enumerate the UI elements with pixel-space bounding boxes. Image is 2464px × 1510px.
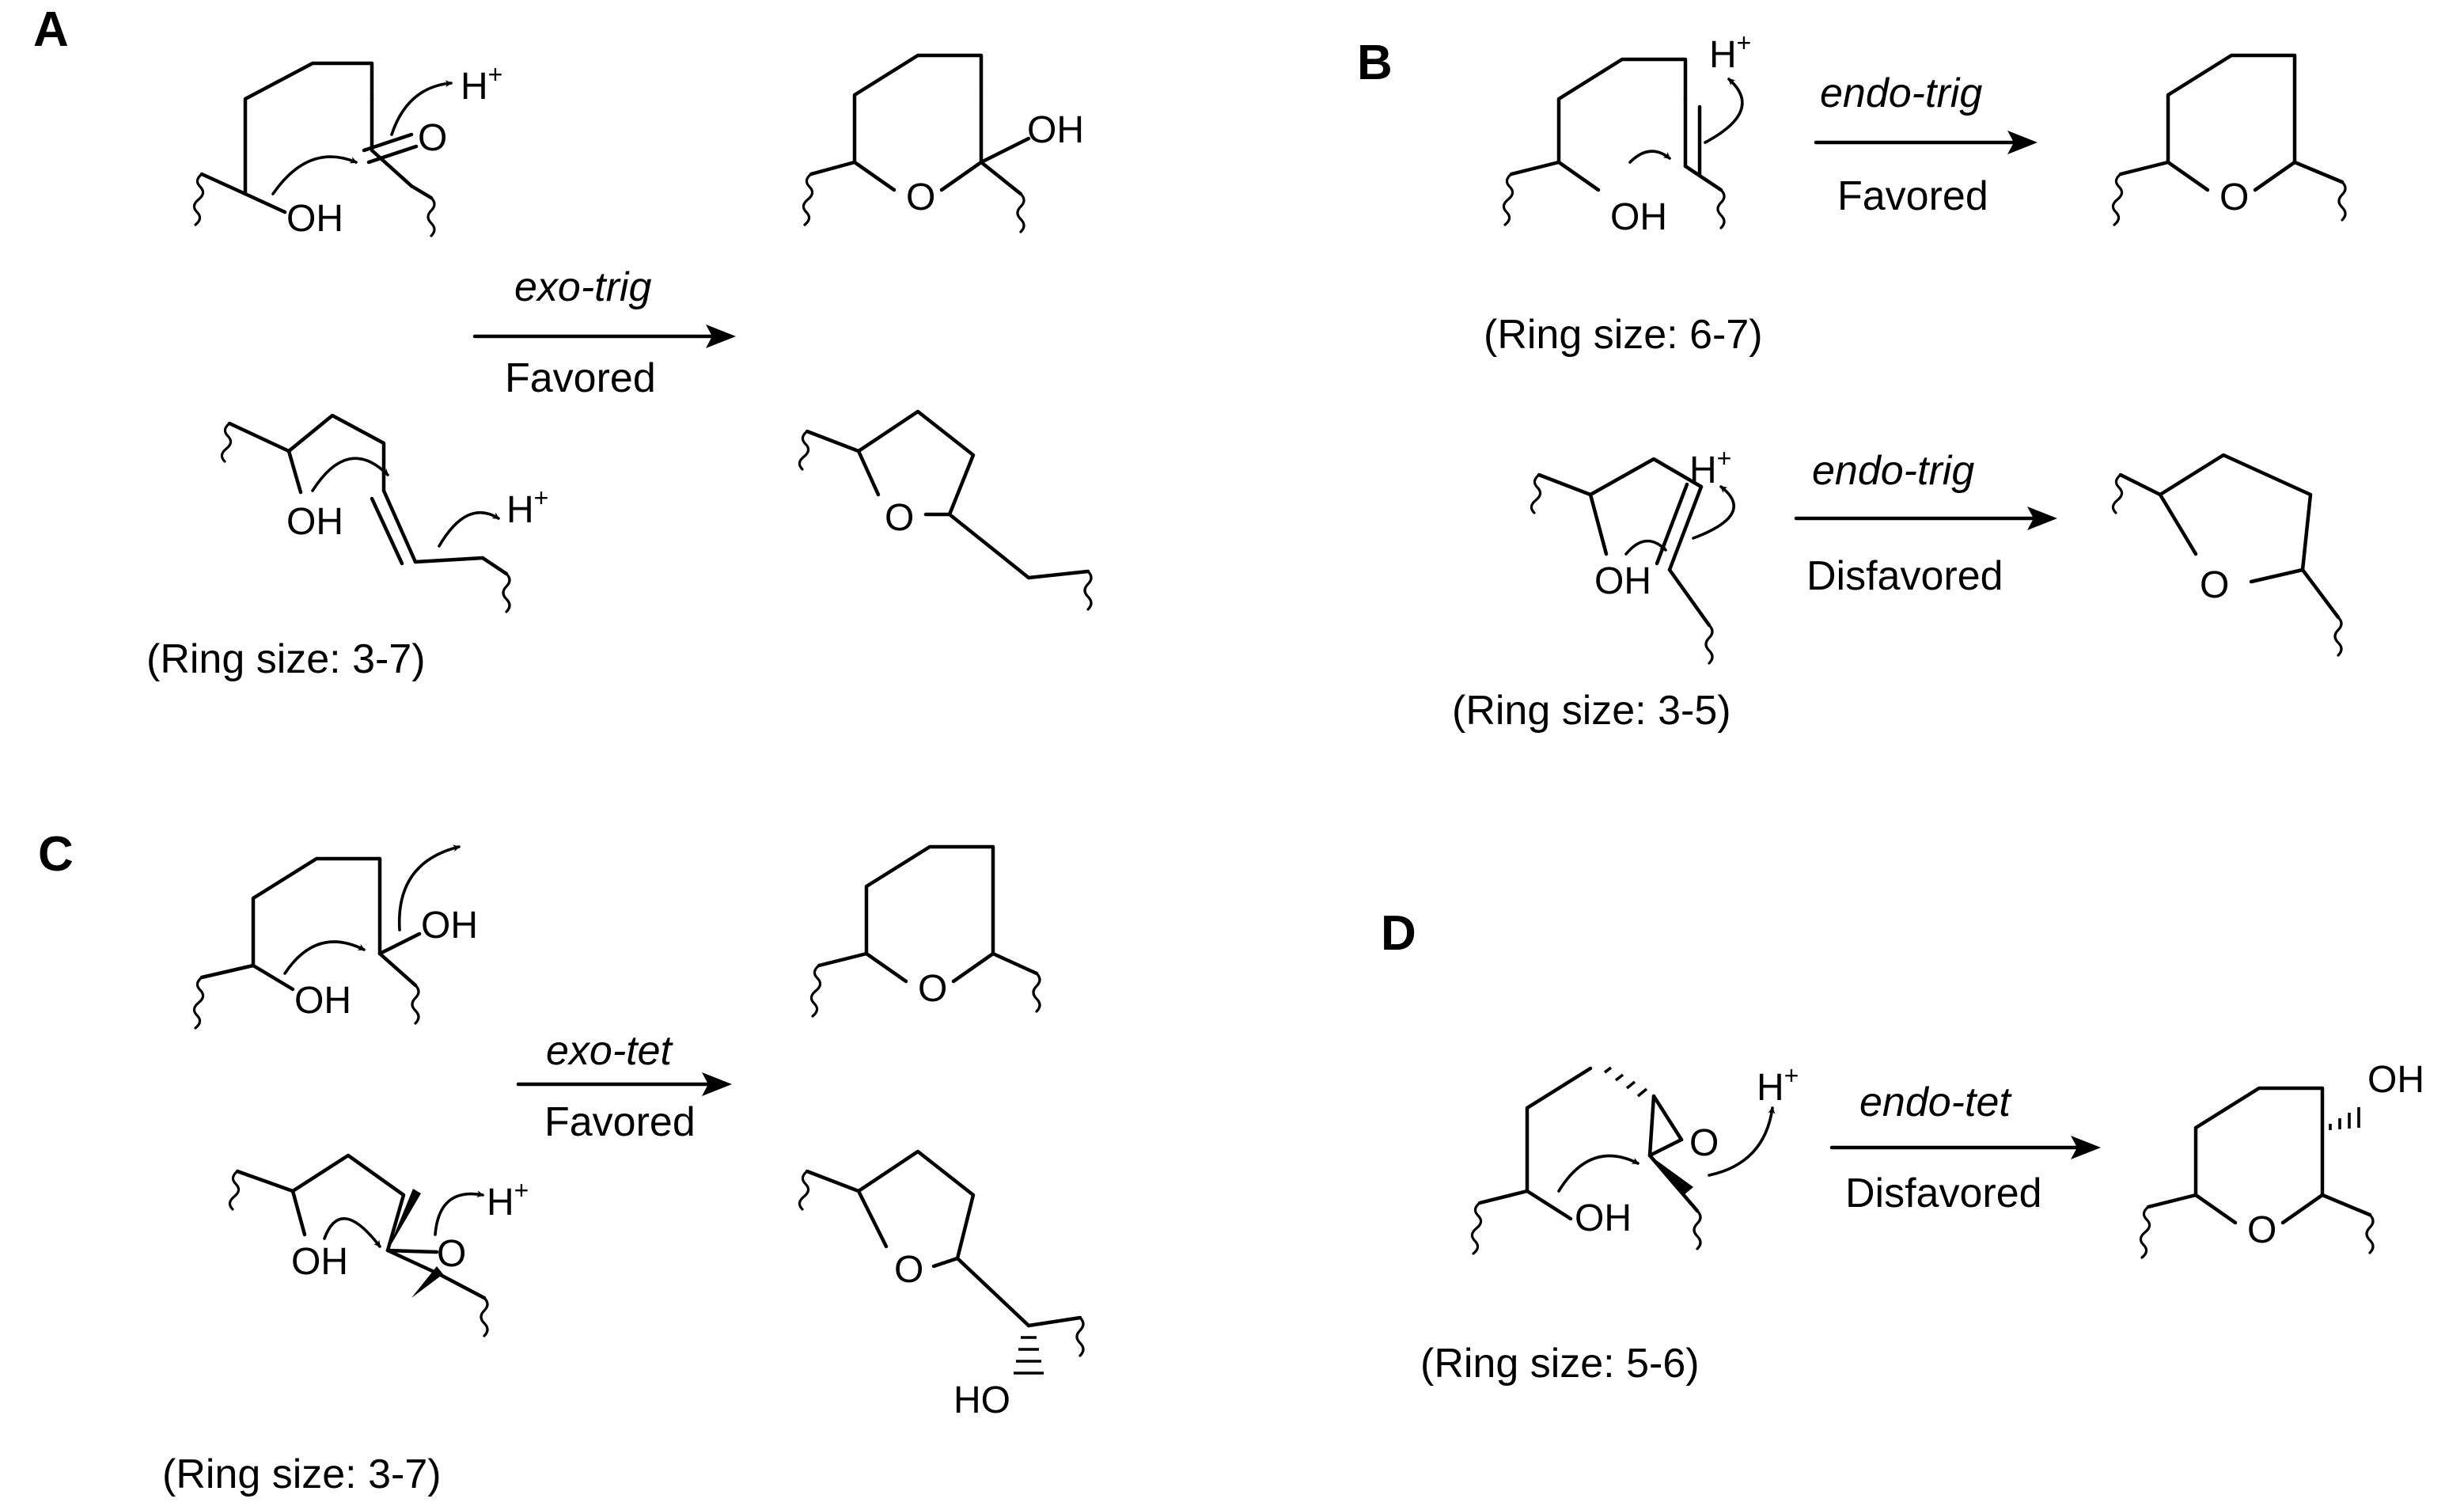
panel-b-bottom-arrow-2 <box>1692 485 1735 540</box>
panel-c-bottom-oh: OH <box>291 1241 348 1283</box>
panel-b-top-arrow-2 <box>1704 78 1744 144</box>
panel-d-product-o: O <box>2247 1209 2276 1251</box>
panel-d-ring-size: (Ring size: 5-6) <box>1420 1341 1700 1387</box>
panel-a: A O OH H+ <box>33 2 1093 682</box>
panel-a-thf-product: O <box>798 409 1093 611</box>
panel-b-top-thp-product: O <box>2111 53 2347 226</box>
panel-a-bottom-arrow-2 <box>438 510 500 548</box>
panel-a-top-h: H+ <box>461 60 502 108</box>
panel-a-top-arrow-2 <box>390 80 453 136</box>
panel-a-lactol-product: O OH <box>802 53 1084 233</box>
panel-c-thf-o: O <box>894 1249 923 1291</box>
panel-c: C OH OH O exo-tet <box>38 827 1085 1497</box>
panel-a-label: A <box>33 2 69 57</box>
panel-b-bottom-oh: OH <box>1594 560 1651 602</box>
panel-c-thp-o: O <box>918 968 947 1010</box>
panel-c-ring-size: (Ring size: 3-7) <box>162 1451 442 1497</box>
panel-c-bottom-h: H+ <box>487 1176 529 1224</box>
panel-c-arrow-below: Favored <box>544 1099 696 1145</box>
panel-a-reaction-arrow: exo-trig Favored <box>472 264 736 401</box>
panel-c-top-arrow-1 <box>283 940 366 975</box>
panel-b-bottom-arrow-below: Disfavored <box>1806 553 2003 599</box>
panel-d: D OH O H+ endo-tet Disfavored <box>1381 906 2424 1387</box>
panel-d-epoxide-o: O <box>1689 1122 1719 1164</box>
panel-d-label: D <box>1381 906 1416 961</box>
panel-b-top-ring-size: (Ring size: 6-7) <box>1484 312 1763 358</box>
panel-a-bottom-h: H+ <box>506 484 548 531</box>
panel-d-arrow-1 <box>1557 1154 1640 1193</box>
panel-a-bottom-arrow-1 <box>311 457 389 492</box>
panel-a-top-arrow-1 <box>271 155 358 195</box>
panel-b-label: B <box>1357 36 1393 90</box>
panel-a-ring-size: (Ring size: 3-7) <box>146 636 426 682</box>
panel-b-bottom-hydroxy-alkene: OH H+ <box>1530 444 1735 665</box>
panel-b-bottom-thf-o: O <box>2200 564 2229 606</box>
panel-c-epoxide-o: O <box>437 1233 466 1275</box>
panel-c-thf-product: O HO <box>798 1149 1085 1421</box>
panel-d-arrow-below: Disfavored <box>1845 1170 2042 1216</box>
panel-c-bottom-arrow-1 <box>323 1217 381 1248</box>
panel-c-epoxy-alcohol: OH O H+ <box>228 1153 529 1337</box>
panel-d-h: H+ <box>1757 1061 1799 1109</box>
panel-c-top-arrow-2 <box>397 844 461 931</box>
panel-d-arrow-above: endo-tet <box>1859 1079 2012 1125</box>
panel-b: B OH H+ endo-trig Favored <box>1357 28 2347 734</box>
panel-c-thp-product: O <box>809 844 1041 1018</box>
panel-b-bottom-ring-size: (Ring size: 3-5) <box>1452 688 1731 734</box>
panel-d-epoxy-alcohol: OH O H+ <box>1470 1061 1799 1255</box>
panel-d-reaction-arrow: endo-tet Disfavored <box>1829 1079 2101 1216</box>
panel-b-bottom-thf-product: O <box>2111 453 2343 657</box>
panel-a-hydroxy-alkene: OH H+ <box>220 413 548 613</box>
panel-b-top-arrow-1 <box>1628 150 1671 164</box>
panel-a-hydroxy-ketone: O OH H+ <box>192 60 502 240</box>
panel-c-top-oh: OH <box>294 980 351 1022</box>
panel-a-arrow-below: Favored <box>505 355 656 401</box>
panel-d-product-oh: OH <box>2367 1059 2424 1101</box>
panel-c-diol: OH OH <box>192 844 478 1030</box>
panel-c-leaving-oh: OH <box>421 905 478 947</box>
panel-b-top-oh: OH <box>1610 196 1667 238</box>
panel-a-arrow-above: exo-trig <box>514 264 651 310</box>
panel-d-arrow-2 <box>1708 1106 1776 1177</box>
panel-c-label: C <box>38 827 74 882</box>
panel-b-top-reaction-arrow: endo-trig Favored <box>1814 70 2038 219</box>
panel-c-thf-ho: HO <box>953 1379 1010 1421</box>
panel-a-lactol-oh: OH <box>1027 109 1084 151</box>
panel-a-lactol-o: O <box>906 176 935 218</box>
panel-b-bottom-reaction-arrow: endo-trig Disfavored <box>1794 448 2057 599</box>
panel-d-thp-product: O OH <box>2139 1059 2424 1259</box>
panel-b-top-arrow-below: Favored <box>1837 173 1988 219</box>
panel-a-top-oh: OH <box>286 198 343 240</box>
panel-b-top-h: H+ <box>1709 28 1751 76</box>
panel-c-bottom-arrow-2 <box>434 1190 484 1236</box>
panel-c-arrow-above: exo-tet <box>546 1028 674 1074</box>
panel-b-top-arrow-above: endo-trig <box>1820 70 1982 116</box>
panel-b-bottom-h: H+ <box>1689 444 1731 491</box>
panel-b-top-hydroxy-alkene: OH H+ <box>1502 28 1751 238</box>
panel-b-bottom-arrow-above: endo-trig <box>1812 448 1974 494</box>
panel-c-reaction-arrow: exo-tet Favored <box>516 1028 732 1145</box>
panel-a-bottom-oh: OH <box>286 501 343 543</box>
panel-a-thf-o: O <box>885 497 914 539</box>
panel-b-top-thp-o: O <box>2219 176 2249 218</box>
panel-a-ketone-o: O <box>418 117 447 159</box>
panel-d-start-oh: OH <box>1575 1197 1632 1239</box>
panel-b-bottom-arrow-1 <box>1624 539 1667 556</box>
